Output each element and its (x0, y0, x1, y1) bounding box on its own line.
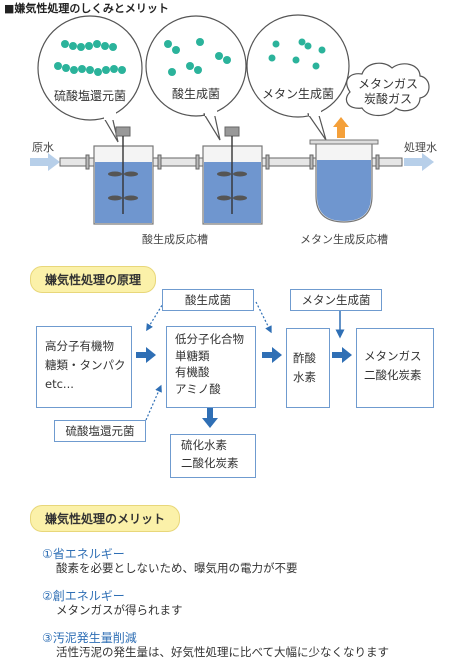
gas-output-line: 二酸化炭素 (364, 367, 422, 382)
low-molecular-box: 低分子化合物 単糖類 有機酸 アミノ酸 (166, 326, 256, 408)
input-line: etc... (45, 376, 74, 391)
sulfide-line: 硫化水素 (181, 438, 227, 452)
merit-head-3: ③汚泥発生量削減 (42, 631, 137, 645)
mid-line: 単糖類 (175, 348, 210, 363)
bubble-acid-bacteria: 酸生成菌 (145, 15, 247, 141)
input-line: 糖類・タンパク (45, 357, 126, 372)
sulfide-box: 硫化水素 二酸化炭素 (170, 434, 256, 478)
outlet-label: 処理水 (404, 141, 437, 154)
gas-cloud: メタンガス 炭酸ガス (345, 62, 430, 117)
bubble-methane-label: メタン生成菌 (262, 87, 334, 101)
acetic-line: 水素 (293, 369, 316, 384)
methane-tank-label: メタン生成反応槽 (300, 233, 388, 246)
cocci-bacteria-icon (164, 38, 231, 76)
methane-bacteria-icon (268, 38, 326, 70)
gas-output-box: メタンガス 二酸化炭素 (356, 328, 434, 408)
merit-head-2: ②創エネルギー (42, 589, 125, 603)
merits-section-title: 嫌気性処理のメリット (30, 505, 181, 532)
gas-cloud-line2: 炭酸ガス (364, 91, 412, 106)
bubble-acid-label: 酸生成菌 (172, 86, 220, 101)
process-diagram: 硫酸塩還元菌 酸生成菌 メタン生成菌 メタンガス (30, 14, 434, 225)
mid-line: アミノ酸 (175, 382, 221, 397)
sulfide-line: 二酸化炭素 (181, 455, 239, 470)
acid-tank-2 (202, 126, 263, 225)
outlet-arrow-icon (404, 153, 434, 171)
mid-line: 有機酸 (175, 365, 210, 380)
mid-line: 低分子化合物 (175, 332, 244, 346)
inlet-arrow-icon (30, 153, 60, 171)
bubble-sulfate-bacteria: 硫酸塩還元菌 (37, 15, 143, 143)
acetic-line: 酢酸 (293, 351, 316, 365)
merit-head-1: ①省エネルギー (42, 547, 125, 561)
gas-up-arrow-icon (333, 117, 349, 138)
acid-bacteria-box: 酸生成菌 (162, 289, 254, 311)
sulfate-bacteria-box: 硫酸塩還元菌 (54, 420, 146, 442)
page-title: ■嫌気性処理のしくみとメリット (4, 2, 169, 15)
inlet-label: 原水 (32, 141, 54, 154)
acid-tank-1 (93, 126, 154, 225)
acid-tank-label: 酸生成反応槽 (142, 233, 208, 246)
flow-arrow-icons (136, 347, 352, 428)
methane-bacteria-box: メタン生成菌 (290, 289, 382, 311)
gas-cloud-line1: メタンガス (358, 77, 418, 91)
merit-body-3: 活性汚泥の発生量は、好気性処理に比べて大幅に少なくなります (56, 645, 390, 659)
merit-body-1: 酸素を必要としないため、曝気用の電力が不要 (56, 561, 298, 575)
principle-section-title: 嫌気性処理の原理 (30, 266, 157, 293)
gas-output-line: メタンガス (364, 349, 422, 363)
bubble-methane-bacteria: メタン生成菌 (246, 14, 350, 141)
merit-body-2: メタンガスが得られます (56, 603, 183, 617)
principle-arrows (136, 301, 352, 428)
bubble-sulfate-label: 硫酸塩還元菌 (54, 88, 126, 103)
methane-tank (309, 139, 379, 223)
input-box: 高分子有機物 糖類・タンパク etc... (36, 326, 132, 408)
acetic-box: 酢酸 水素 (286, 328, 330, 408)
rod-bacteria-icon (54, 40, 126, 76)
input-line: 高分子有機物 (45, 339, 114, 353)
